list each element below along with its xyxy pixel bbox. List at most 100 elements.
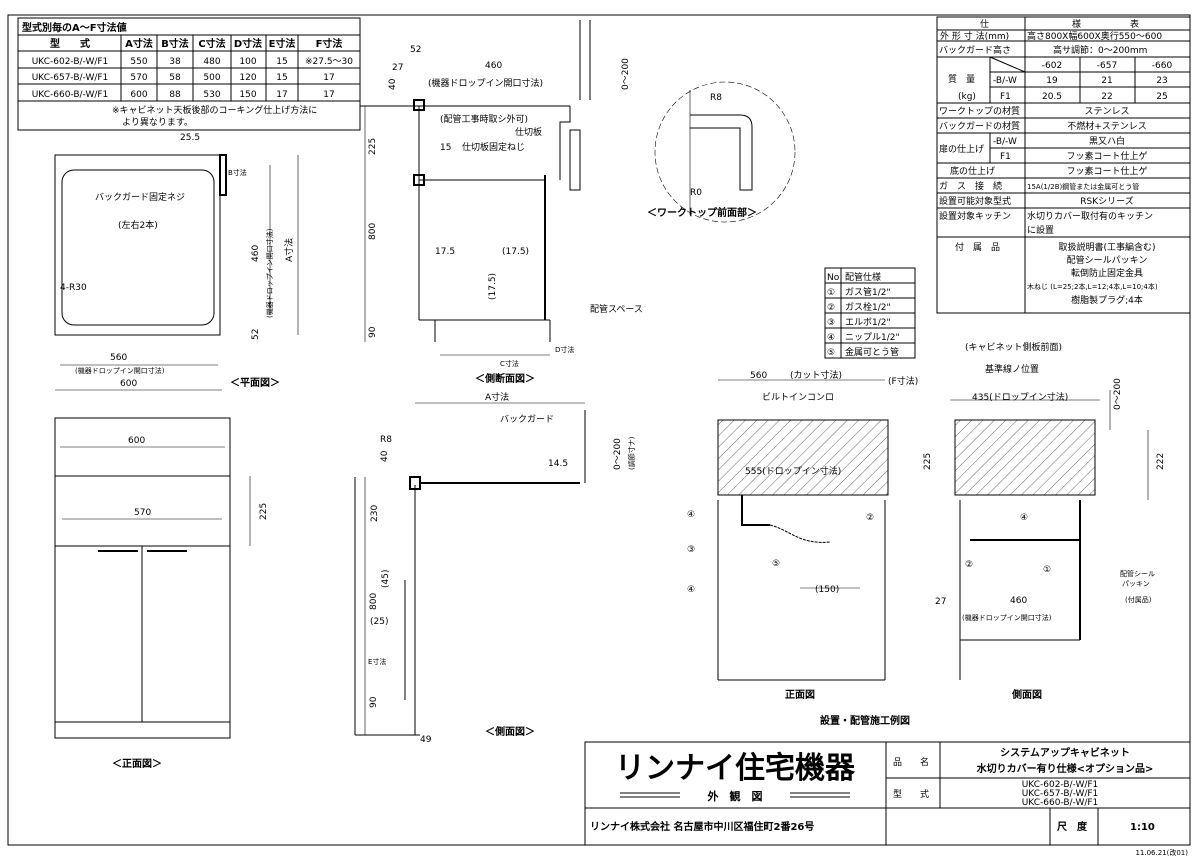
- dim-label: 40: [380, 450, 390, 462]
- accessory: 取扱説明書(工事編含む): [1058, 241, 1155, 253]
- pipe-table: No 配管仕様 ① ガス管1/2" ② ガス栓1/2" ③ エルボ1/2" ④ …: [824, 267, 916, 359]
- dim-label: 17.5: [435, 247, 455, 257]
- dim-label: 222: [1156, 453, 1166, 470]
- dim-label: (機器ドロップイン開口寸法): [265, 228, 274, 318]
- dim-label: (45): [381, 570, 391, 588]
- spec-label: ワークトップの材質: [939, 105, 1020, 117]
- dim-label: D寸法: [555, 345, 574, 354]
- spec-header: 様: [1072, 18, 1081, 30]
- dims-header: E寸法: [269, 37, 296, 50]
- dim-label: 40: [388, 78, 398, 90]
- dims-cell: 500: [203, 73, 220, 83]
- dims-cell: 120: [239, 73, 256, 83]
- callout: ②: [965, 560, 973, 570]
- dims-note: ※キャビネット天板後部のコーキング仕上げ方法に: [112, 104, 317, 116]
- mass-col: -657: [1097, 61, 1117, 71]
- scale-label: 尺 度: [1057, 820, 1088, 833]
- dim-label: (カット寸法): [790, 369, 842, 381]
- dim-label: 14.5: [548, 459, 568, 469]
- install-note: ビルトインコンロ: [762, 392, 834, 403]
- dims-cell: ※27.5～30: [305, 57, 353, 67]
- drawing-type: 外 観 図: [707, 789, 763, 803]
- side-view: A寸法 バックガード R8 40 14.5 0～200 (調節寸ナ) 230 (…: [354, 391, 636, 745]
- dim-label: (機器ドロップイン開口寸法): [428, 77, 543, 89]
- dims-table: 型式別毎のA～F寸法値 型 式 A寸法 B寸法 C寸法 D寸法 E寸法 F寸法 …: [17, 17, 361, 131]
- spec-value: に設置: [1027, 224, 1054, 236]
- install-front-view: 560 (カット寸法) ビルトインコンロ 555(ドロップイン寸法) ④ ③ ④…: [687, 369, 889, 701]
- dims-cell: 480: [203, 57, 220, 67]
- dim-label: 225: [923, 453, 933, 470]
- dim-label: (F寸法): [888, 375, 918, 387]
- dim-label: (150): [815, 585, 839, 595]
- mass-value: 20.5: [1042, 92, 1062, 102]
- install-note: 基準線ノ位置: [985, 363, 1039, 375]
- dims-cell: 15: [276, 57, 287, 67]
- model-number: UKC-602-B/-W/F1: [1022, 780, 1099, 790]
- dim-label: 435(ドロップイン寸法): [972, 391, 1068, 403]
- dims-header: F寸法: [316, 37, 343, 50]
- spec-value: 水切りカバー取付有のキッチン: [1027, 210, 1153, 222]
- spec-table: 仕 様 表 外 形 寸 法(mm) 高さ800X幅600X奥行550～600 バ…: [936, 16, 1191, 314]
- spec-label: (kg): [958, 92, 976, 102]
- view-title: 正面図: [785, 689, 815, 701]
- dims-cell: 15: [276, 73, 287, 83]
- callout: ④: [687, 510, 695, 520]
- view-title: ＜側面図＞: [485, 725, 535, 738]
- title-block: リンナイ住宅機器 外 観 図 リンナイ株式会社 名古屋市中川区福住町2番26号 …: [584, 741, 1191, 857]
- dim-label: C寸法: [500, 359, 519, 368]
- model-label: 型 式: [893, 788, 929, 800]
- dims-cell: 600: [130, 90, 147, 100]
- dim-label: 460: [251, 245, 261, 262]
- accessory: 配管シールパッキン: [1067, 254, 1148, 266]
- pipe-no: ①: [827, 288, 835, 298]
- pipe-spec: ニップル1/2": [845, 332, 900, 343]
- dims-cell: 150: [239, 90, 256, 100]
- pipe-no: ④: [827, 333, 835, 343]
- callout: ①: [1043, 565, 1051, 575]
- dim-label: 800: [369, 593, 379, 610]
- pipe-spec: ガス管1/2": [845, 286, 891, 298]
- plan-note: バックガード固定ネジ: [95, 191, 185, 203]
- mass-value: 23: [1156, 76, 1167, 86]
- view-title: ＜平面図＞: [230, 377, 280, 389]
- plan-note: (左右2本): [118, 219, 158, 231]
- dim-label: 600: [120, 379, 137, 389]
- callout: ③: [687, 545, 695, 555]
- spec-value: 高サ調節：0～200mm: [1053, 44, 1147, 56]
- dim-label: 15: [440, 143, 451, 153]
- dims-cell: 550: [130, 57, 147, 67]
- dim-label: B寸法: [228, 168, 247, 177]
- spec-value: 黒又ハ白: [1089, 135, 1125, 147]
- dims-cell: UKC-657-B/-W/F1: [32, 73, 109, 83]
- dim-label: (調節寸ナ): [627, 436, 636, 470]
- dim-label: 230: [370, 505, 380, 522]
- dim-label: E寸法: [368, 657, 386, 666]
- dim-label: 90: [368, 326, 378, 338]
- dim-label: 27: [935, 597, 946, 607]
- spec-value: 15A(1/2B)鋼管または金属可とう管: [1027, 182, 1139, 191]
- spec-header: 表: [1130, 18, 1139, 30]
- spec-header: 仕: [980, 18, 989, 30]
- model-number: UKC-657-B/-W/F1: [1022, 789, 1099, 799]
- install-title: 設置・配管施工例図: [820, 714, 910, 727]
- dim-label: 0～200: [621, 58, 631, 90]
- plan-note: 4-R30: [60, 283, 87, 293]
- spec-label: ガ ス 接 続: [939, 180, 1002, 192]
- accessory: 転倒防止固定金具: [1071, 267, 1143, 279]
- dims-cell: 58: [169, 73, 181, 83]
- dim-label: 600: [128, 436, 145, 446]
- spec-value: RSKシリーズ: [1080, 195, 1133, 207]
- dim-label: 0～200: [1113, 378, 1123, 410]
- dim-label: 52: [410, 45, 421, 55]
- dims-table-title: 型式別毎のA～F寸法値: [22, 21, 127, 34]
- section-note: 仕切板固定ねじ: [462, 141, 525, 153]
- dims-cell: 100: [239, 57, 256, 67]
- section-view: 52 27 460 (機器ドロップイン開口寸法) 40 0～200 (配管工事時…: [360, 20, 643, 385]
- radius-label: R0: [690, 188, 702, 198]
- dims-cell: 17: [323, 73, 334, 83]
- dim-label: 225: [259, 503, 269, 520]
- dims-header: D寸法: [234, 37, 262, 50]
- radius-label: R8: [380, 435, 392, 445]
- dim-label: 27: [392, 63, 403, 73]
